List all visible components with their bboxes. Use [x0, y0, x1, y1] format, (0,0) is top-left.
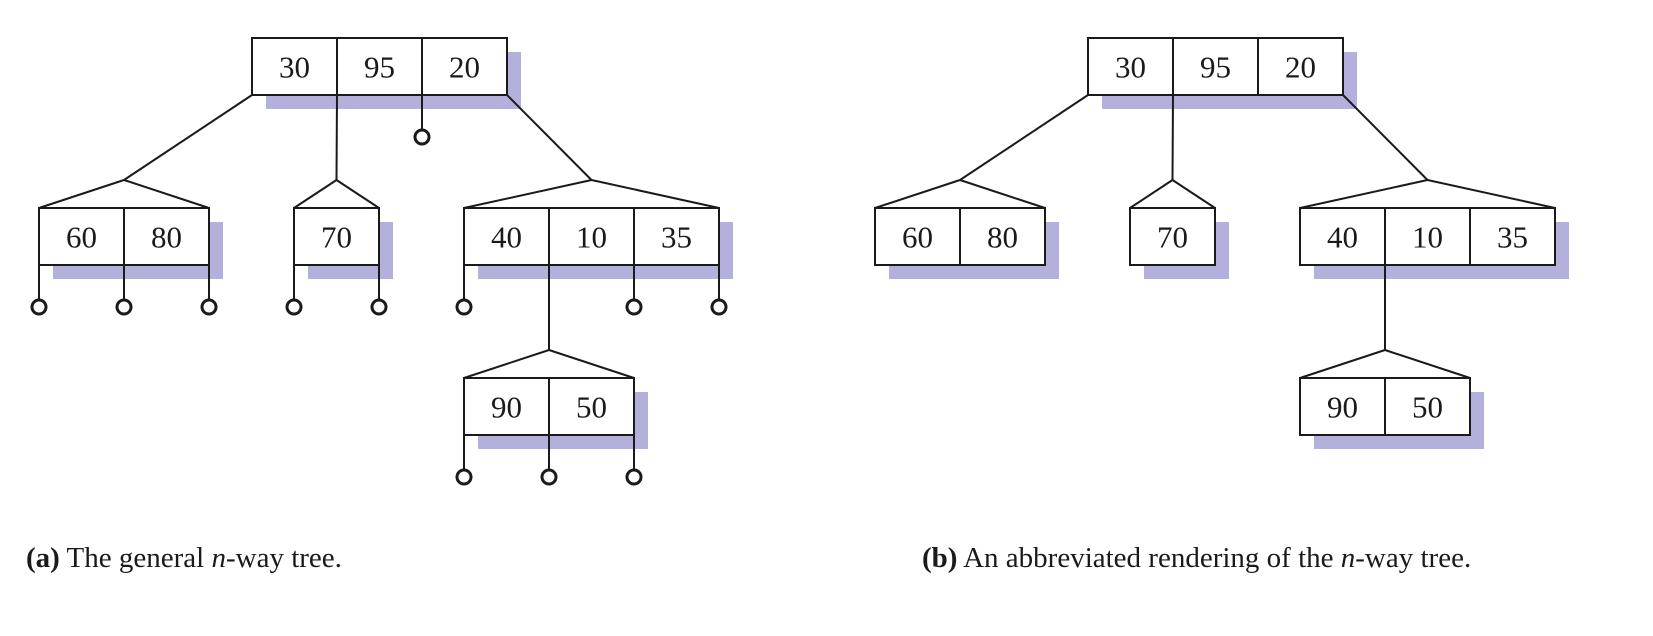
b-n6080-key-1: 80 [987, 220, 1018, 255]
a-70-null-pointer-0 [285, 298, 303, 316]
a-n401035-key-2: 35 [661, 220, 692, 255]
b-n401035-key-1: 10 [1412, 220, 1443, 255]
a-root-key-1: 95 [364, 50, 395, 85]
a-apex-401035-right [591, 179, 720, 209]
a-n9050-key-1: 50 [576, 390, 607, 425]
b-edge-root-to-401035 [1342, 94, 1429, 181]
a-root-box [251, 37, 508, 96]
a-401035-null-pointer-0 [455, 298, 473, 316]
caption-b-text-after: -way tree. [1355, 542, 1472, 574]
a-n70-box [293, 207, 380, 266]
caption-a-text-after: -way tree. [225, 542, 342, 574]
b-root-key-0: 30 [1115, 50, 1146, 85]
b-apex-9050-left [1299, 349, 1386, 379]
caption-a: (a) The general n-way tree. [26, 542, 342, 575]
b-root-box [1087, 37, 1344, 96]
a-apex-401035-left [463, 179, 592, 209]
a-edge-root-to-70 [335, 94, 338, 181]
a-root-null-pointer [413, 128, 431, 146]
a-apex-70-right [335, 179, 380, 209]
b-n401035-key-0: 40 [1327, 220, 1358, 255]
b-n401035-key-2: 35 [1497, 220, 1528, 255]
a-n6080-key-0: 60 [66, 220, 97, 255]
b-apex-401035-left [1299, 179, 1428, 209]
a-6080-null-pointer-1 [115, 298, 133, 316]
caption-a-label: (a) [26, 542, 60, 574]
a-apex-6080-right [123, 179, 210, 209]
a-401035-null-pointer-2 [625, 298, 643, 316]
a-n6080-key-1: 80 [151, 220, 182, 255]
b-root-key-1: 95 [1200, 50, 1231, 85]
a-edge-root-to-401035 [506, 94, 593, 181]
caption-b: (b) An abbreviated rendering of the n-wa… [922, 542, 1471, 575]
b-edge-root-to-70 [1171, 94, 1174, 181]
a-9050-null-pointer-2 [625, 468, 643, 486]
a-apex-6080-left [38, 179, 125, 209]
b-apex-6080-right [959, 179, 1046, 209]
a-apex-9050-right [548, 349, 635, 379]
a-401035-null-pointer-3 [710, 298, 728, 316]
a-9050-null-pointer-0 [455, 468, 473, 486]
b-apex-70-left [1129, 179, 1174, 209]
a-root-key-2: 20 [449, 50, 480, 85]
a-root-key-0: 30 [279, 50, 310, 85]
a-6080-null-pointer-2 [200, 298, 218, 316]
b-apex-401035-right [1427, 179, 1556, 209]
caption-a-italic: n [211, 542, 226, 574]
b-edge-root-to-6080 [959, 94, 1089, 181]
b-root-key-2: 20 [1285, 50, 1316, 85]
b-n401035-box [1299, 207, 1556, 266]
a-n401035-box [463, 207, 720, 266]
a-n401035-key-0: 40 [491, 220, 522, 255]
a-n70-key-0: 70 [321, 220, 352, 255]
b-apex-9050-right [1384, 349, 1471, 379]
a-n9050-key-0: 90 [491, 390, 522, 425]
b-apex-6080-left [874, 179, 961, 209]
a-6080-null-pointer-0 [30, 298, 48, 316]
b-n6080-key-0: 60 [902, 220, 933, 255]
a-edge-root-to-6080 [123, 94, 253, 181]
caption-a-text-before: The general [59, 542, 212, 574]
b-apex-70-right [1171, 179, 1216, 209]
a-n401035-key-1: 10 [576, 220, 607, 255]
a-apex-9050-left [463, 349, 550, 379]
caption-b-label: (b) [922, 542, 958, 574]
b-n70-box [1129, 207, 1216, 266]
a-9050-null-pointer-1 [540, 468, 558, 486]
caption-b-text-before: An abbreviated rendering of the [957, 542, 1341, 574]
b-n9050-key-1: 50 [1412, 390, 1443, 425]
caption-b-italic: n [1340, 542, 1356, 574]
b-n70-key-0: 70 [1157, 220, 1188, 255]
a-70-null-pointer-1 [370, 298, 388, 316]
b-n9050-key-0: 90 [1327, 390, 1358, 425]
a-apex-70-left [293, 179, 338, 209]
